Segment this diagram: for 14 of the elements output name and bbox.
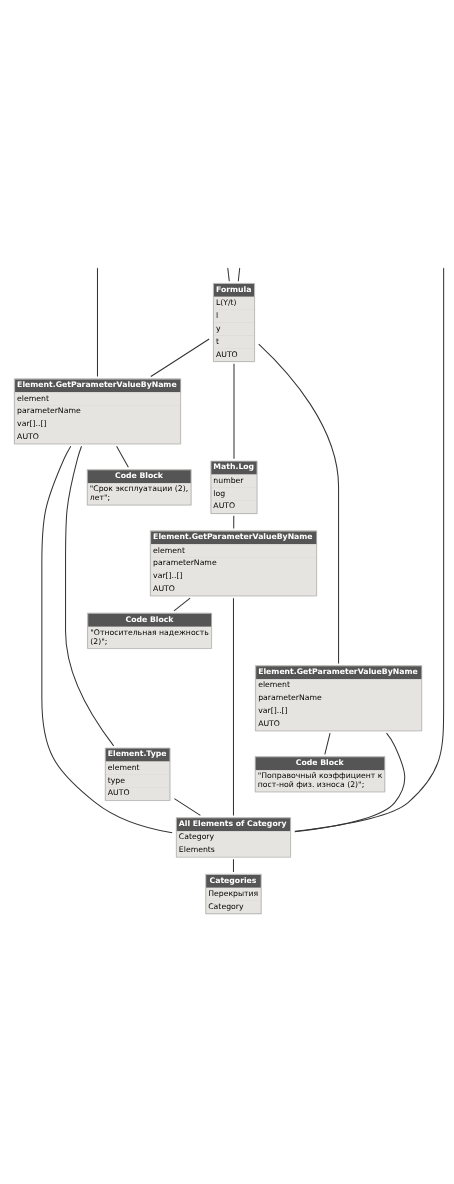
connector [65, 445, 115, 747]
connector [116, 445, 129, 468]
connector [258, 343, 340, 665]
connector [237, 267, 241, 282]
connector [173, 597, 191, 612]
connector [233, 515, 235, 529]
connector [232, 858, 234, 873]
connector [96, 267, 98, 378]
connector [150, 338, 210, 378]
connector [324, 732, 331, 755]
connector [173, 798, 201, 816]
connector [227, 267, 230, 282]
connector [294, 267, 445, 832]
connector [232, 597, 234, 816]
